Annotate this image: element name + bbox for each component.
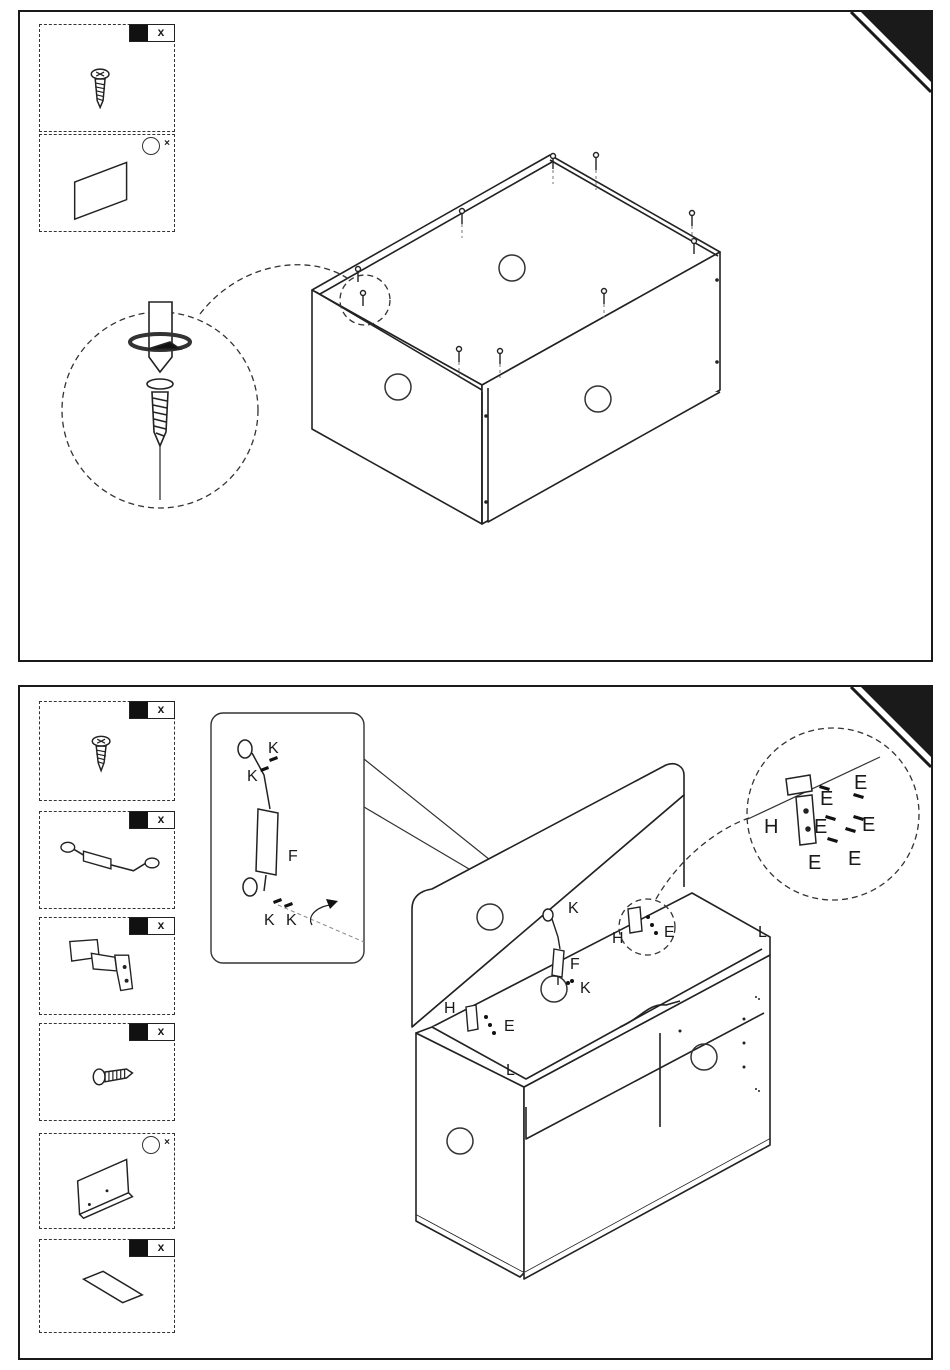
label-l: L: [506, 1062, 515, 1079]
label-k: K: [264, 912, 275, 929]
label-e: E: [814, 816, 827, 838]
label-e: E: [820, 788, 833, 810]
label-e: E: [504, 1018, 515, 1035]
step-panel-1: x ×: [18, 10, 933, 662]
label-k: K: [247, 768, 258, 785]
lid-hinge-drawing: K K F K K: [20, 687, 933, 1360]
label-k: K: [568, 900, 579, 917]
label-e: E: [854, 772, 867, 794]
cabinet-screw-drawing: [20, 12, 933, 662]
step-panel-2: x x x x: [18, 685, 933, 1360]
label-k: K: [580, 980, 591, 997]
label-f: F: [570, 956, 580, 973]
label-h: H: [444, 1000, 456, 1017]
label-f: F: [288, 848, 298, 865]
label-k: K: [268, 740, 279, 757]
label-k: K: [286, 912, 297, 929]
label-e: E: [848, 848, 861, 870]
label-e: E: [808, 852, 821, 874]
label-l: L: [758, 924, 767, 941]
label-h: H: [764, 816, 778, 838]
label-e: E: [862, 814, 875, 836]
